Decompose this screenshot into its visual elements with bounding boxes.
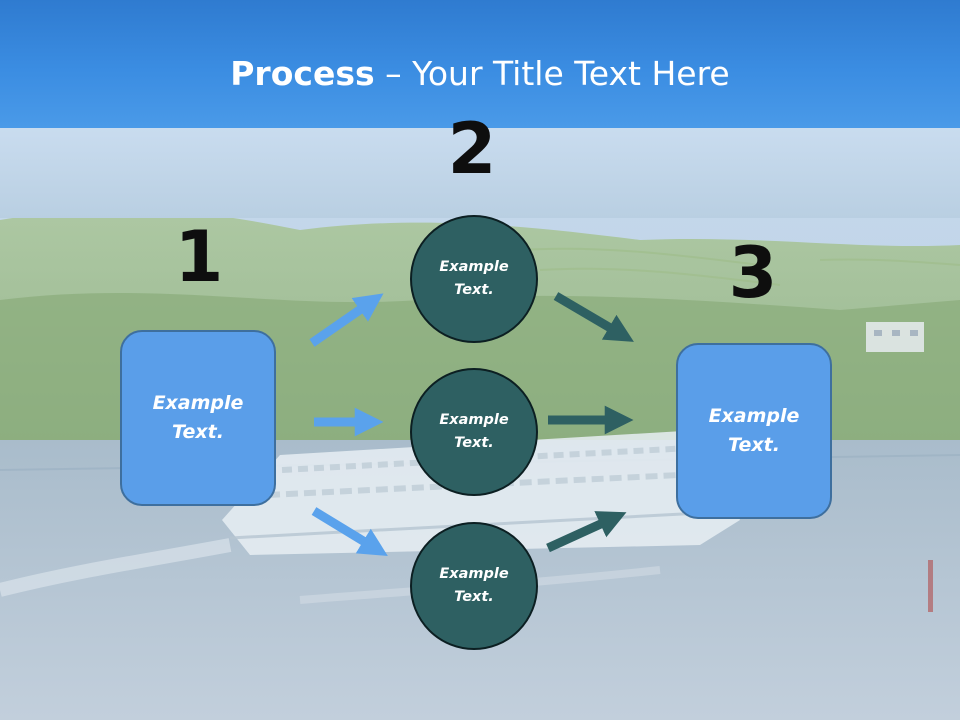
process-circle-bottom-text: Example Text. xyxy=(439,566,509,605)
process-box-left: Example Text. xyxy=(120,330,276,506)
slide-title-bold: Process xyxy=(230,54,375,93)
process-circle-top: Example Text. xyxy=(410,215,538,343)
slide-title: Process – Your Title Text Here xyxy=(0,52,960,96)
arrow-left-to-bottom xyxy=(311,507,388,556)
process-box-right: Example Text. xyxy=(676,343,832,519)
process-circle-top-text: Example Text. xyxy=(439,259,509,298)
step-number-3: 3 xyxy=(728,232,778,314)
process-box-right-text: Example Text. xyxy=(708,405,800,456)
step-number-1: 1 xyxy=(174,216,224,298)
process-circle-middle: Example Text. xyxy=(410,368,538,496)
title-band xyxy=(0,0,960,128)
process-box-left-text: Example Text. xyxy=(152,392,244,443)
process-circle-middle-text: Example Text. xyxy=(439,412,509,451)
arrow-top-to-right xyxy=(553,292,634,342)
step-number-2: 2 xyxy=(447,108,497,190)
process-circle-bottom: Example Text. xyxy=(410,522,538,650)
arrow-bottom-to-right xyxy=(546,511,627,553)
arrow-left-to-top xyxy=(309,293,384,347)
slide-title-rest: – Your Title Text Here xyxy=(374,54,730,93)
title-fade xyxy=(0,128,960,218)
